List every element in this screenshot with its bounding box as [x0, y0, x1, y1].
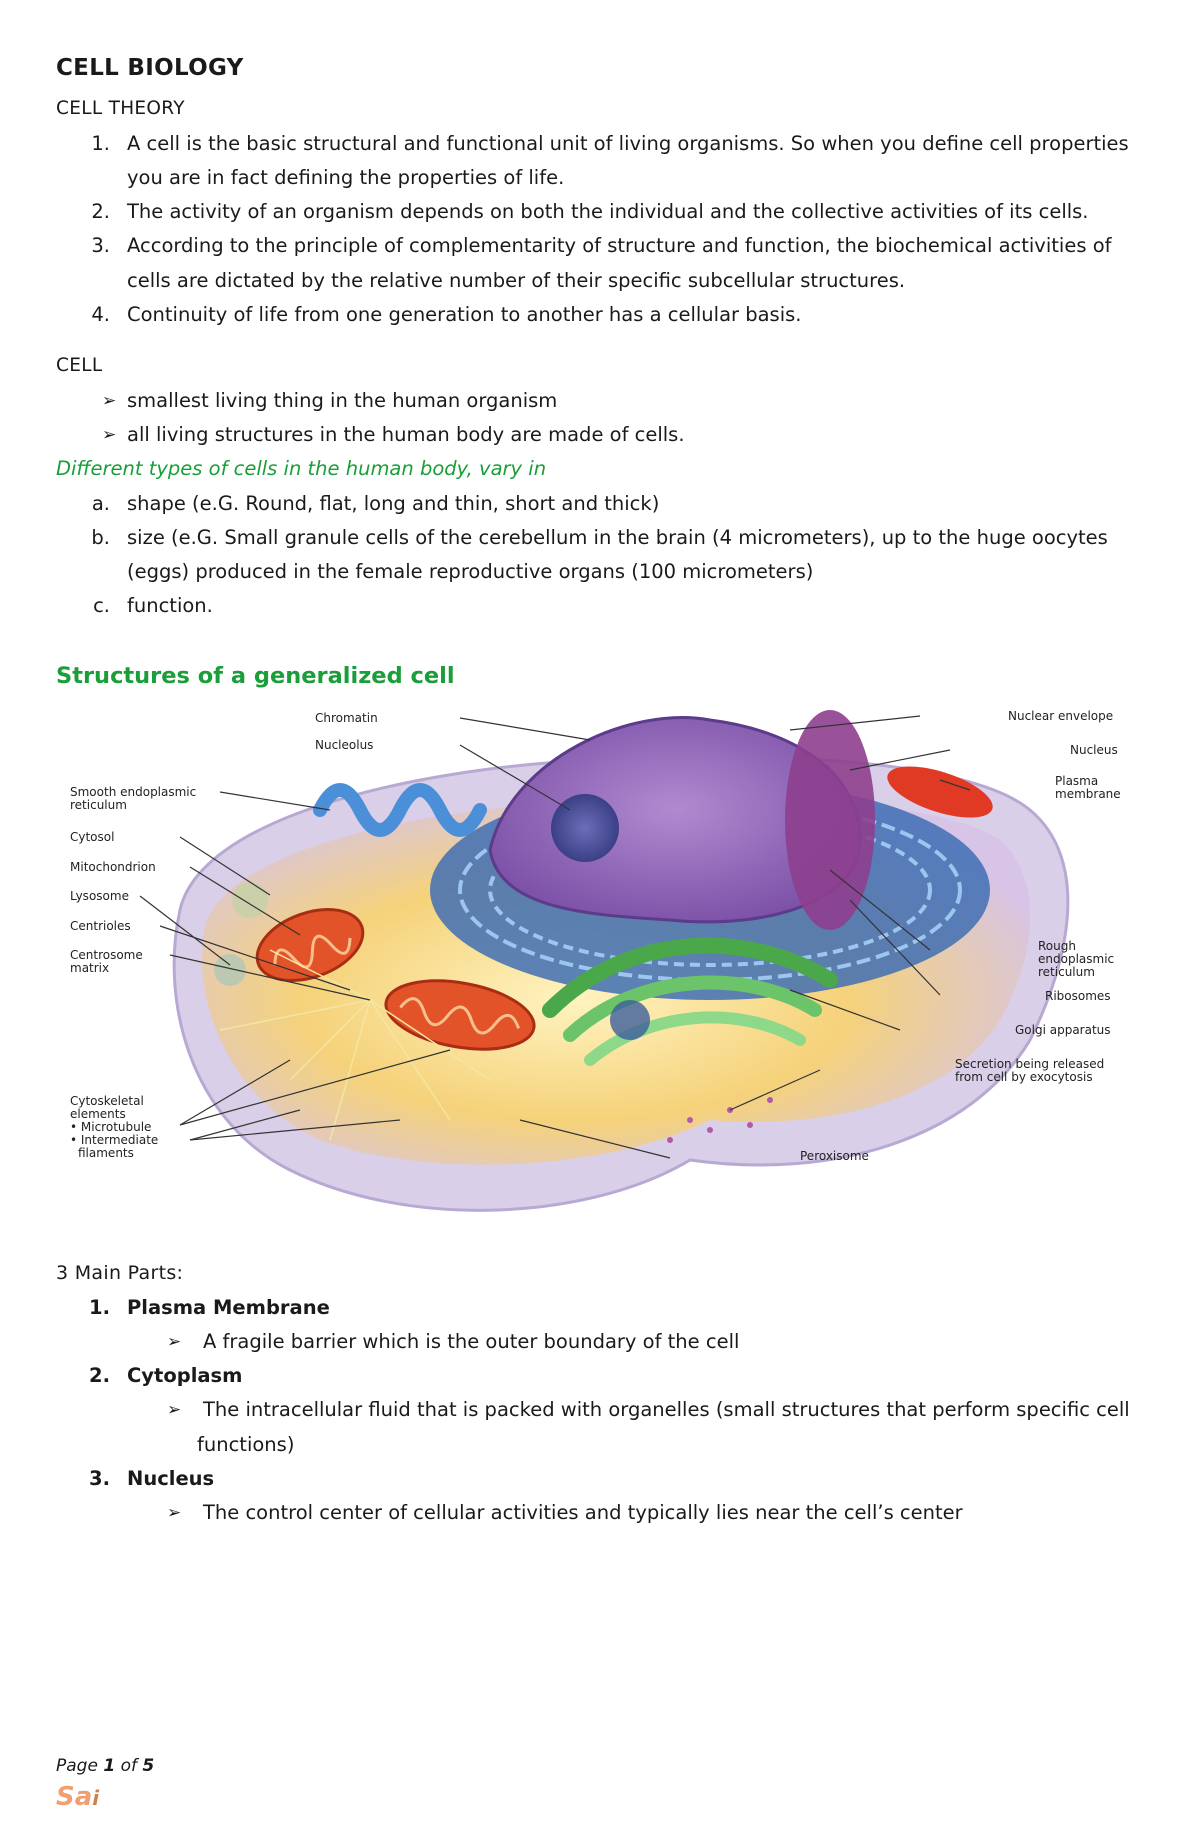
- list-letter: c.: [93, 594, 110, 617]
- label-cytosol: Cytosol: [70, 830, 114, 844]
- list-number: 1.: [89, 1296, 110, 1319]
- structures-heading: Structures of a generalized cell: [56, 663, 455, 689]
- list-number: 1.: [91, 132, 110, 155]
- part-title: Nucleus: [127, 1467, 215, 1490]
- label-exocytosis: from cell by exocytosis: [955, 1070, 1093, 1084]
- label-cytoskeletal-2: elements: [70, 1107, 126, 1121]
- list-number: 3.: [91, 234, 110, 257]
- label-smooth-er-2: reticulum: [70, 798, 127, 812]
- list-item-text: The activity of an organism depends on b…: [127, 200, 1089, 223]
- cell-diagram: Chromatin Nucleolus Smooth endoplasmic r…: [70, 709, 1121, 1212]
- part-description: The control center of cellular activitie…: [203, 1501, 963, 1524]
- label-filaments: filaments: [78, 1146, 134, 1160]
- arrow-bullet-icon: ➢: [102, 425, 117, 445]
- arrow-bullet-icon: ➢: [102, 391, 117, 411]
- bullet-text: smallest living thing in the human organ…: [127, 389, 558, 412]
- cell-heading: CELL: [56, 355, 103, 376]
- label-mitochondrion: Mitochondrion: [70, 860, 156, 874]
- arrow-bullet-icon: ➢: [167, 1400, 182, 1420]
- label-centrioles: Centrioles: [70, 919, 131, 933]
- part-description: A fragile barrier which is the outer bou…: [203, 1330, 740, 1353]
- label-secretion: Secretion being released: [955, 1057, 1104, 1071]
- bullet-text: all living structures in the human body …: [127, 423, 685, 446]
- label-nucleolus: Nucleolus: [315, 738, 373, 752]
- list-item-text: you are in fact defining the properties …: [127, 166, 565, 189]
- label-intermediate: • Intermediate: [70, 1133, 158, 1147]
- page-title: CELL BIOLOGY: [56, 55, 244, 81]
- part-title: Cytoplasm: [127, 1364, 243, 1387]
- arrow-bullet-icon: ➢: [167, 1332, 182, 1352]
- list-item-text: size (e.G. Small granule cells of the ce…: [127, 526, 1108, 549]
- part-description: functions): [197, 1433, 295, 1456]
- list-number: 2.: [91, 200, 110, 223]
- label-membrane: membrane: [1055, 787, 1121, 801]
- label-nuclear-envelope: Nuclear envelope: [1008, 709, 1113, 723]
- list-number: 2.: [89, 1364, 110, 1387]
- label-centrosome: Centrosome: [70, 948, 143, 962]
- list-letter: b.: [91, 526, 110, 549]
- types-heading: Different types of cells in the human bo…: [56, 457, 547, 480]
- label-centrosome-2: matrix: [70, 961, 109, 975]
- main-parts-heading: 3 Main Parts:: [56, 1262, 184, 1284]
- label-smooth-er: Smooth endoplasmic: [70, 785, 196, 799]
- list-number: 4.: [91, 303, 110, 326]
- part-description: The intracellular fluid that is packed w…: [203, 1398, 1130, 1421]
- list-item-text: A cell is the basic structural and funct…: [127, 132, 1129, 155]
- label-reticulum: reticulum: [1038, 965, 1095, 979]
- list-letter: a.: [91, 492, 110, 515]
- label-cytoskeletal: Cytoskeletal: [70, 1094, 144, 1108]
- arrow-bullet-icon: ➢: [167, 1503, 182, 1523]
- label-endoplasmic: endoplasmic: [1038, 952, 1114, 966]
- footer-brand: Sai: [56, 1782, 100, 1812]
- label-golgi: Golgi apparatus: [1015, 1023, 1111, 1037]
- label-peroxisome: Peroxisome: [800, 1149, 869, 1163]
- label-ribosomes: Ribosomes: [1045, 989, 1111, 1003]
- label-nucleus: Nucleus: [1070, 743, 1118, 757]
- label-chromatin: Chromatin: [315, 711, 378, 725]
- label-plasma: Plasma: [1055, 774, 1098, 788]
- cell-theory-heading: CELL THEORY: [56, 98, 185, 119]
- list-item-text: function.: [127, 594, 213, 617]
- label-rough: Rough: [1038, 939, 1076, 953]
- page-number: Page 1 of 5: [56, 1756, 155, 1776]
- label-lysosome: Lysosome: [70, 889, 129, 903]
- list-number: 3.: [89, 1467, 110, 1490]
- list-item-text: According to the principle of complement…: [127, 234, 1112, 257]
- list-item-text: Continuity of life from one generation t…: [127, 303, 802, 326]
- list-item-text: (eggs) produced in the female reproducti…: [127, 560, 814, 583]
- list-item-text: cells are dictated by the relative numbe…: [127, 269, 906, 292]
- label-microtubule: • Microtubule: [70, 1120, 151, 1134]
- part-title: Plasma Membrane: [127, 1296, 330, 1319]
- list-item-text: shape (e.G. Round, flat, long and thin, …: [127, 492, 660, 515]
